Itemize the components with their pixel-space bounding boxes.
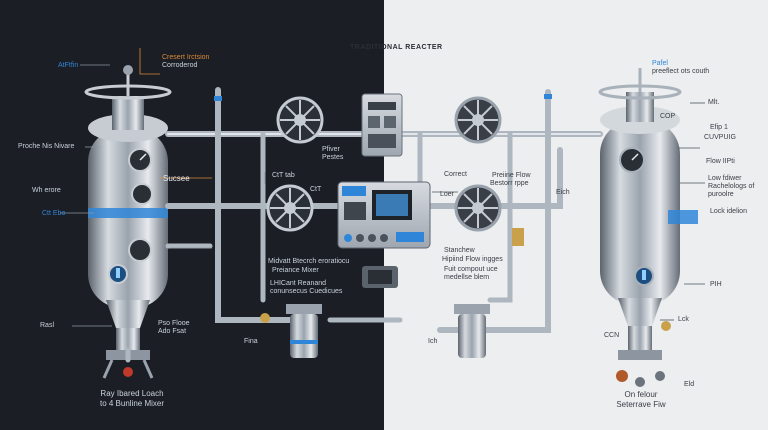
dark-background-panel xyxy=(0,0,384,430)
middle-pump-right xyxy=(454,184,502,232)
left-gauge-1 xyxy=(128,148,152,172)
label-efip: Efip 1 xyxy=(710,124,728,131)
top-pump-left xyxy=(276,96,324,144)
label-cuvpu: CUVPUIG xyxy=(704,134,736,141)
label-cop: COP xyxy=(660,113,676,120)
label-right-bottom-1: On felour xyxy=(624,390,658,399)
left-level-indicator xyxy=(108,264,128,284)
label-flow: Flow IIPti xyxy=(706,158,735,165)
label-fina: Fina xyxy=(244,338,258,345)
label-low-1: Low fdiwer xyxy=(708,175,742,182)
label-ich: Ich xyxy=(428,338,438,345)
label-sucsee: Sucsee xyxy=(163,174,190,183)
label-lhicant-1: LHICant Reanand xyxy=(270,280,327,287)
label-lock: Lock idelion xyxy=(710,208,747,215)
pipe-marker-left xyxy=(214,96,222,101)
top-pump-right xyxy=(454,96,502,144)
label-top-note-2: Corroderod xyxy=(162,62,198,69)
label-midvatt-2: Preiance Mixer xyxy=(272,267,319,274)
left-reactor-vessel xyxy=(84,65,172,379)
label-eld: Eld xyxy=(684,381,695,388)
callout-lines xyxy=(60,48,705,327)
label-left-bottom-2: to 4 Bunline Mixer xyxy=(99,399,165,408)
label-preiine-1: Preiine Flow xyxy=(492,172,531,179)
label-stanchew: Stanchew xyxy=(444,247,475,254)
label-ccn: CCN xyxy=(604,332,620,339)
label-low-3: puroolre xyxy=(708,191,734,198)
label-fuit-2: medellse blem xyxy=(444,274,490,281)
label-eich: Eich xyxy=(556,189,570,196)
label-lhicant-2: conunsecus Cuedicues xyxy=(270,288,343,295)
label-loer: Loer xyxy=(440,191,455,198)
label-hipiind: Hipiind Flow ingges xyxy=(442,256,503,263)
label-proche: Proche Nis Nivare xyxy=(18,143,75,150)
label-fuit-1: Fuit compout uce xyxy=(444,266,498,273)
label-rasl: Rasl xyxy=(40,322,55,329)
label-pso-flooe: Pso Flooe xyxy=(158,320,190,327)
right-level-indicator xyxy=(634,266,654,286)
label-right-bottom-2: Seterrave Fiw xyxy=(616,400,666,409)
label-midvatt-1: Midvatt Btecrch eroratiocu xyxy=(268,258,350,265)
label-atfm: AtFtfin xyxy=(58,62,79,69)
left-gauge-2 xyxy=(131,183,153,205)
right-bottom-filter xyxy=(454,304,490,358)
label-ctt-ebo: Ctt Ebo xyxy=(42,210,66,217)
label-top-note-1: Cresert Irctsion xyxy=(162,54,210,61)
label-wh-erore: Wh erore xyxy=(32,187,61,194)
label-left-bottom-1: Ray Ibared Loach xyxy=(100,389,164,398)
right-valve xyxy=(661,321,671,331)
flow-meter xyxy=(512,228,524,246)
label-low-2: Rachelologs of xyxy=(708,183,755,190)
label-lck: Lck xyxy=(678,316,689,323)
label-ctt-small: CtT xyxy=(310,186,322,193)
label-pafel-sub: preeflect ots couth xyxy=(652,68,710,75)
diagram-title: TRADITIONAL REACTER xyxy=(350,44,443,51)
label-ctt-tab: CtT tab xyxy=(272,172,295,179)
label-pih: PIH xyxy=(710,281,722,288)
left-valve xyxy=(260,313,270,323)
top-control-box xyxy=(361,93,403,157)
label-preiine-2: Bestorr rppe xyxy=(490,180,529,187)
central-control-panel xyxy=(337,181,431,249)
middle-pump-left xyxy=(266,184,314,232)
center-junction-unit xyxy=(362,266,398,288)
label-pafel: Pafel xyxy=(652,60,668,67)
label-mil: Mlt. xyxy=(708,99,720,106)
label-ado-fsat: Ado Fsat xyxy=(158,328,187,335)
label-correct: Correct xyxy=(444,171,467,178)
pipe-marker-right xyxy=(544,94,552,99)
light-background-panel xyxy=(384,0,768,430)
right-reactor-vessel xyxy=(598,68,698,387)
label-gfep: Gfep xyxy=(342,187,358,194)
right-gauge xyxy=(619,147,645,173)
label-pfiver-sub: Pestes xyxy=(322,154,344,161)
left-gauge-3 xyxy=(128,238,152,262)
left-bottom-filter xyxy=(286,304,322,358)
label-pfiver: Pfiver xyxy=(322,146,340,153)
